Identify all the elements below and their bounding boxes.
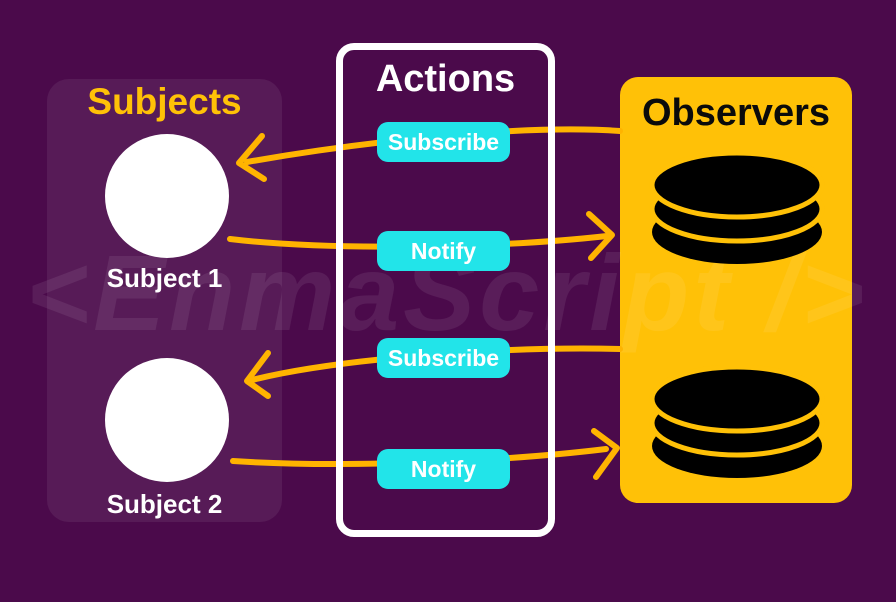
subject-1-label: Subject 1 xyxy=(106,263,223,293)
observer-1-database-icon xyxy=(649,151,825,264)
actions-title: Actions xyxy=(375,58,516,100)
notify-button-1: Notify xyxy=(377,231,510,271)
observer-2-database-icon xyxy=(649,365,825,478)
subscribe-button-2: Subscribe xyxy=(377,338,510,378)
subscribe-button-1: Subscribe xyxy=(377,122,510,162)
subject-1-circle xyxy=(105,134,229,258)
subject-2-circle xyxy=(105,358,229,482)
subjects-title: Subjects xyxy=(87,81,242,122)
subject-2-label: Subject 2 xyxy=(106,489,223,519)
observers-title: Observers xyxy=(641,92,830,134)
notify-button-2: Notify xyxy=(377,449,510,489)
actions-box xyxy=(336,43,555,537)
